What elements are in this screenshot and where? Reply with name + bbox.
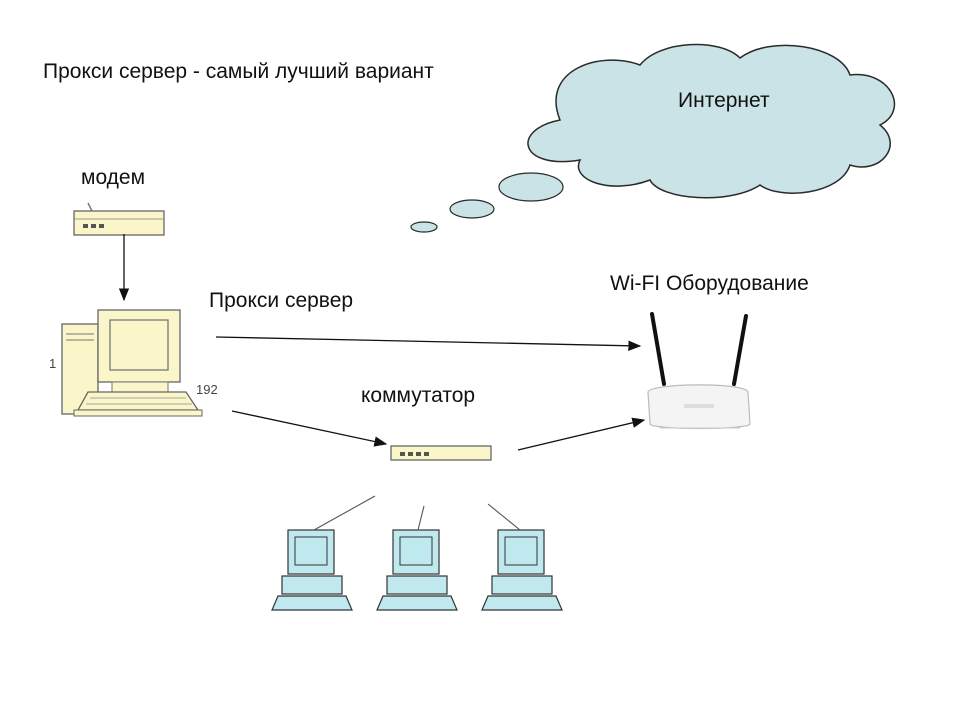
internet-cloud xyxy=(410,43,896,233)
switch-label: коммутатор xyxy=(361,384,476,407)
proxy-server-computer-icon xyxy=(61,309,203,417)
ip-label-right: 192 xyxy=(196,382,218,397)
line-switch-to-workstation-3 xyxy=(487,503,521,531)
arrow-proxy-to-wifi xyxy=(215,336,642,351)
line-switch-to-workstation-1 xyxy=(313,495,376,531)
diagram-title: Прокси сервер - самый лучший вариант xyxy=(43,60,434,83)
arrow-switch-to-wifi xyxy=(517,417,646,451)
wifi-equipment-label: Wi-FI Оборудование xyxy=(610,272,809,295)
arrow-proxy-to-switch xyxy=(231,410,388,447)
modem-label: модем xyxy=(81,166,146,189)
connections xyxy=(118,234,646,531)
line-switch-to-workstation-2 xyxy=(417,505,425,531)
ip-label-left: 1 xyxy=(49,356,57,371)
proxy-server-label: Прокси сервер xyxy=(209,289,354,312)
internet-label: Интернет xyxy=(678,89,770,112)
modem-icon xyxy=(73,202,165,236)
workstation-1-icon xyxy=(271,529,353,611)
switch-icon xyxy=(390,445,492,461)
workstation-2-icon xyxy=(376,529,458,611)
workstation-3-icon xyxy=(481,529,563,611)
wifi-router-icon xyxy=(647,312,751,430)
